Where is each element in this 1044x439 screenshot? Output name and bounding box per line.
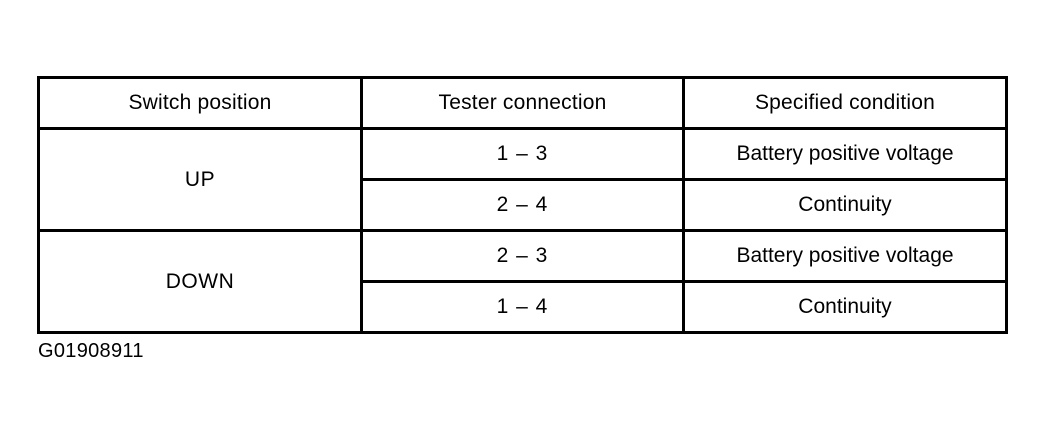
switch-specification-table: Switch position Tester connection Specif… (37, 76, 1008, 334)
figure-id-caption: G01908911 (38, 340, 144, 362)
table-header-row: Switch position Tester connection Specif… (37, 76, 1008, 130)
table-row: 1 – 4 Continuity (39, 280, 1008, 334)
table-row: DOWN 2 – 3 Battery positive voltage (37, 229, 1008, 334)
cell-tester-connection-down-2: 1 – 4 (360, 280, 685, 334)
cell-specified-condition-up-1: Battery positive voltage (682, 127, 1008, 181)
cell-tester-connection-up-1: 1 – 3 (360, 127, 685, 181)
cell-switch-position-down: DOWN (37, 229, 363, 334)
column-header-specified-condition: Specified condition (682, 76, 1008, 130)
cell-specified-condition-up-2: Continuity (682, 178, 1008, 232)
cell-specified-condition-down-1: Battery positive voltage (682, 229, 1008, 283)
table-header: Switch position Tester connection Specif… (37, 76, 1008, 130)
cell-specified-condition-down-2: Continuity (682, 280, 1008, 334)
table-body: UP 1 – 3 Battery positive voltage 2 – 4 … (37, 127, 1008, 334)
column-header-tester-connection: Tester connection (360, 76, 685, 130)
cell-tester-connection-up-2: 2 – 4 (360, 178, 685, 232)
cell-switch-position-up: UP (37, 127, 363, 232)
cell-tester-connection-down-1: 2 – 3 (360, 229, 685, 283)
column-header-switch-position: Switch position (37, 76, 363, 130)
table-row: 2 – 4 Continuity (39, 178, 1008, 232)
table-row: UP 1 – 3 Battery positive voltage (37, 127, 1008, 232)
